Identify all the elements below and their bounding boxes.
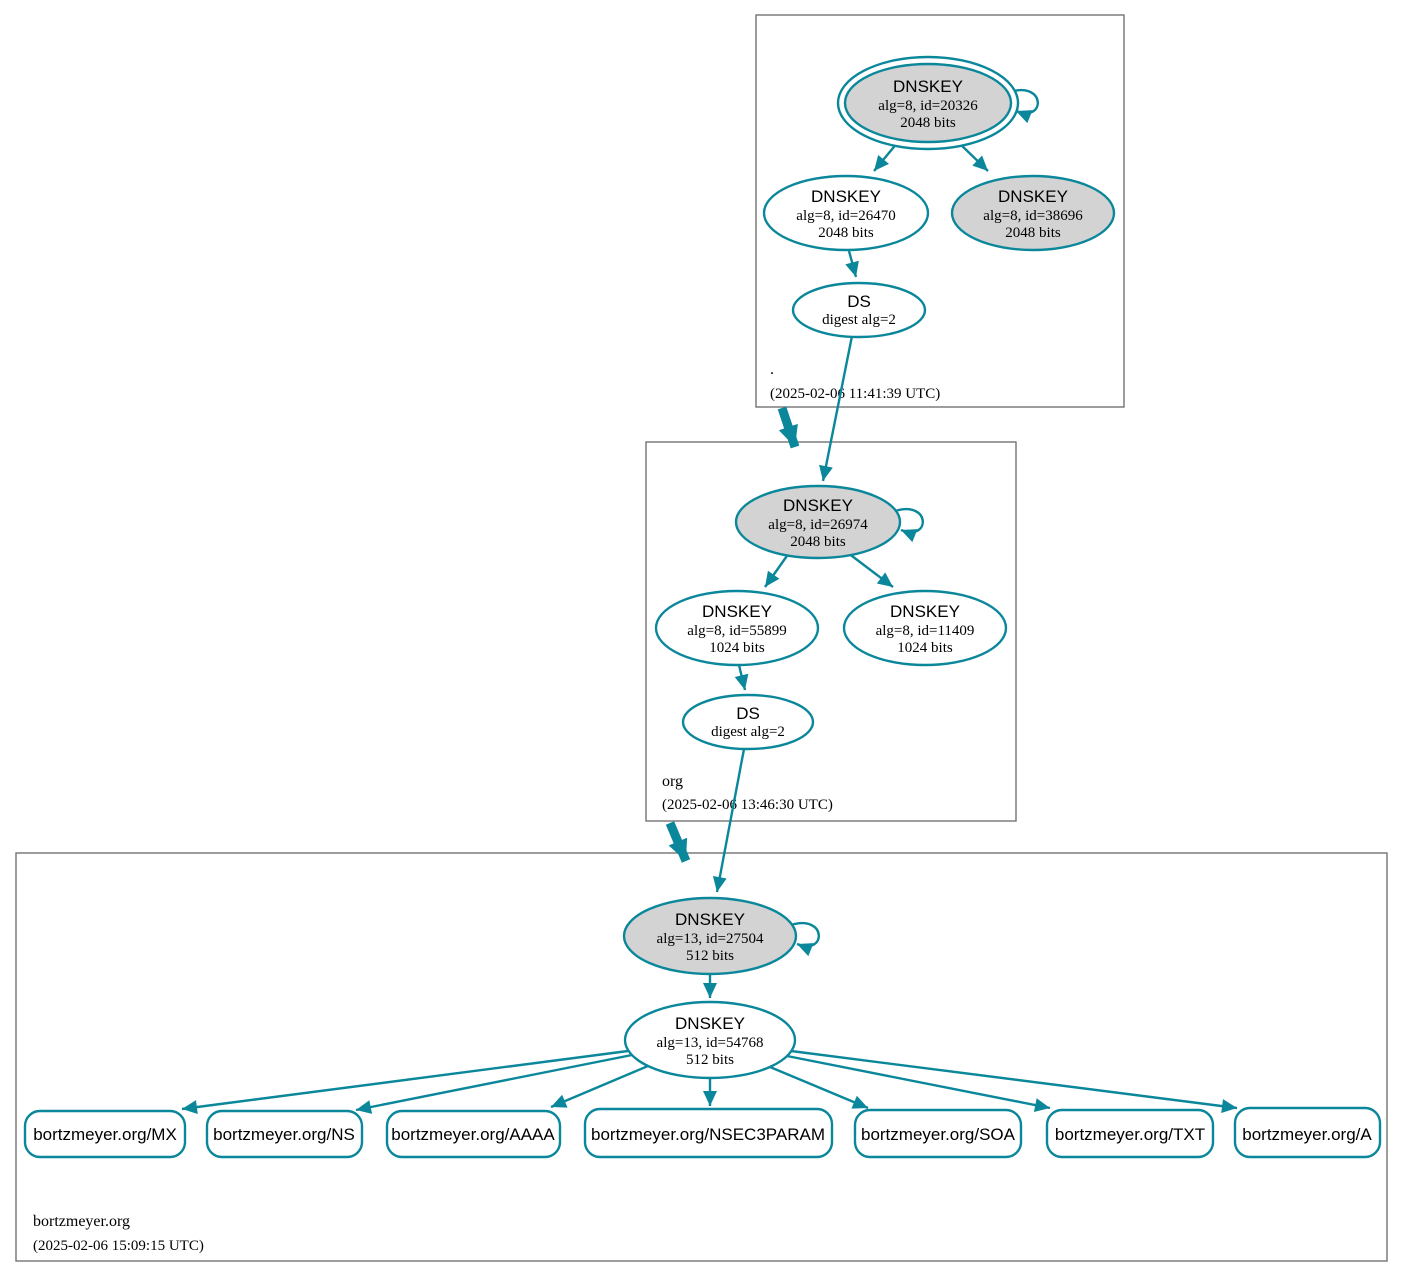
dnskey-title: DNSKEY [893, 77, 963, 96]
dnskey-title: DNSKEY [811, 187, 881, 206]
rrset-node-ns[interactable]: bortzmeyer.org/NS [205, 1109, 364, 1159]
ds-detail: digest alg=2 [711, 724, 785, 740]
dnskey-size: 512 bits [686, 1052, 734, 1068]
rrset-node-mx[interactable]: bortzmeyer.org/MX [23, 1109, 187, 1159]
edge-org-ksk-to-zsk-55899 [764, 552, 790, 588]
zone-box-root [755, 14, 1125, 408]
edge-bz-zsk-to-rrset-soa [769, 1065, 869, 1110]
edge-bz-ksk-self-sign-loop [790, 922, 820, 957]
dnskey-size: 2048 bits [1005, 225, 1061, 241]
dnskey-title: DNSKEY [783, 496, 853, 515]
zone-timestamp-bortzmeyer-org: (2025-02-06 15:09:15 UTC) [33, 1238, 204, 1254]
dnskey-node-org-zsk-11409[interactable]: DNSKEY alg=8, id=11409 1024 bits [842, 589, 1008, 667]
dnskey-size: 2048 bits [818, 225, 874, 241]
ds-node-root[interactable]: DS digest alg=2 [791, 281, 927, 339]
dnskey-detail: alg=8, id=26470 [796, 208, 895, 224]
dnskey-size: 1024 bits [897, 640, 953, 656]
dnskey-title: DNSKEY [998, 187, 1068, 206]
rrset-node-nsec3param[interactable]: bortzmeyer.org/NSEC3PARAM [583, 1107, 834, 1159]
rrset-label: bortzmeyer.org/TXT [1055, 1125, 1205, 1144]
dnskey-size: 2048 bits [790, 534, 846, 550]
edge-root-ds-to-org-ksk [819, 335, 854, 482]
dnskey-detail: alg=8, id=11409 [876, 623, 975, 639]
dnskey-detail: alg=8, id=20326 [878, 98, 978, 114]
edge-bz-zsk-to-rrset-mx [181, 1049, 629, 1115]
edge-bz-zsk-to-rrset-txt [786, 1054, 1051, 1112]
dnskey-node-bz-ksk-27504[interactable]: DNSKEY alg=13, id=27504 512 bits [622, 896, 798, 976]
zone-label-org: org [662, 773, 683, 790]
rrset-node-aaaa[interactable]: bortzmeyer.org/AAAA [385, 1109, 562, 1159]
dnskey-detail: alg=13, id=54768 [657, 1035, 764, 1051]
rrset-node-a[interactable]: bortzmeyer.org/A [1233, 1106, 1382, 1159]
dnskey-node-root-ksk-20326[interactable]: DNSKEY alg=8, id=20326 2048 bits [836, 55, 1020, 151]
edge-root-ksk-to-ksk-38696 [957, 141, 989, 172]
dnskey-detail: alg=8, id=38696 [983, 208, 1083, 224]
edge-org-zsk-to-ds [734, 664, 749, 691]
zone-label-bortzmeyer-org: bortzmeyer.org [33, 1213, 130, 1230]
dnskey-node-bz-zsk-54768[interactable]: DNSKEY alg=13, id=54768 512 bits [623, 1000, 797, 1080]
zone-timestamp-org: (2025-02-06 13:46:30 UTC) [662, 797, 833, 813]
ds-detail: digest alg=2 [822, 312, 896, 328]
edge-bz-zsk-to-rrset-aaaa [550, 1064, 649, 1109]
edge-org-ksk-to-zsk-11409 [847, 552, 894, 588]
dnskey-size: 2048 bits [900, 115, 956, 131]
edge-delegation-org-to-bortzmeyer [665, 821, 691, 863]
dnskey-title: DNSKEY [702, 602, 772, 621]
dnskey-title: DNSKEY [890, 602, 960, 621]
edge-root-zsk-to-ds [845, 250, 859, 278]
edge-bz-zsk-to-rrset-a [790, 1049, 1238, 1114]
rrset-label: bortzmeyer.org/NSEC3PARAM [591, 1125, 825, 1144]
rrset-label: bortzmeyer.org/A [1242, 1125, 1372, 1144]
rrset-node-soa[interactable]: bortzmeyer.org/SOA [853, 1108, 1023, 1159]
edge-root-ksk-self-sign-loop [1009, 89, 1039, 124]
dnskey-size: 1024 bits [709, 640, 765, 656]
rrset-label: bortzmeyer.org/MX [33, 1125, 177, 1144]
dnskey-node-org-zsk-55899[interactable]: DNSKEY alg=8, id=55899 1024 bits [654, 589, 820, 667]
rrset-label: bortzmeyer.org/SOA [861, 1125, 1016, 1144]
dnskey-node-root-zsk-26470[interactable]: DNSKEY alg=8, id=26470 2048 bits [762, 174, 930, 252]
dnskey-node-org-ksk-26974[interactable]: DNSKEY alg=8, id=26974 2048 bits [734, 484, 902, 560]
edge-org-ds-to-bortzmeyer-ksk [712, 748, 746, 893]
rrset-label: bortzmeyer.org/NS [213, 1125, 355, 1144]
zone-timestamp-root: (2025-02-06 11:41:39 UTC) [770, 386, 940, 402]
dnskey-detail: alg=8, id=26974 [768, 517, 868, 533]
ds-node-org[interactable]: DS digest alg=2 [681, 693, 815, 751]
dnskey-detail: alg=13, id=27504 [657, 931, 764, 947]
zone-label-root: . [770, 361, 774, 378]
edge-bz-zsk-to-rrset-ns [355, 1053, 633, 1114]
edge-org-ksk-self-sign-loop [894, 508, 924, 543]
edge-delegation-root-to-org [777, 406, 800, 449]
dnskey-detail: alg=8, id=55899 [687, 623, 786, 639]
dnskey-size: 512 bits [686, 948, 734, 964]
dnskey-node-root-ksk-38696[interactable]: DNSKEY alg=8, id=38696 2048 bits [950, 174, 1116, 252]
ds-title: DS [847, 292, 871, 311]
rrset-label: bortzmeyer.org/AAAA [391, 1125, 555, 1144]
zone-box-bortzmeyer-org [15, 852, 1388, 1262]
rrset-node-txt[interactable]: bortzmeyer.org/TXT [1045, 1108, 1215, 1159]
ds-title: DS [736, 704, 760, 723]
dnskey-title: DNSKEY [675, 910, 745, 929]
dnskey-title: DNSKEY [675, 1014, 745, 1033]
